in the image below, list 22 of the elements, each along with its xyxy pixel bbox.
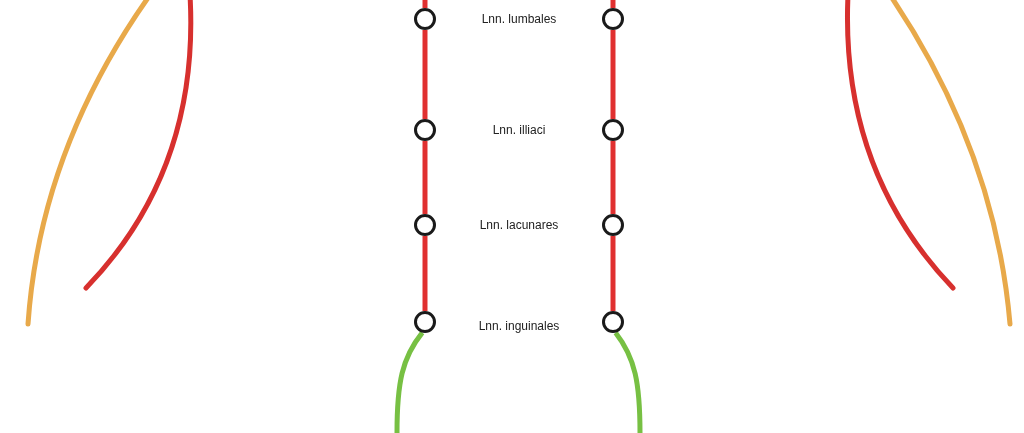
node-label: Lnn. illiaci <box>492 123 546 137</box>
node-circle <box>602 311 624 333</box>
node-circle <box>602 119 624 141</box>
node-label: Lnn. lumbales <box>481 12 557 26</box>
line <box>610 236 616 311</box>
line <box>610 141 616 214</box>
line <box>613 331 643 433</box>
node-label: Lnn. lacunares <box>479 218 559 232</box>
line <box>422 236 428 311</box>
node-circle <box>414 311 436 333</box>
line <box>394 331 425 433</box>
line <box>422 141 428 214</box>
node-circle <box>602 8 624 30</box>
line <box>422 30 428 119</box>
node-circle <box>414 8 436 30</box>
line <box>422 0 428 8</box>
node-circle <box>414 119 436 141</box>
node-circle <box>602 214 624 236</box>
node-label: Lnn. inguinales <box>478 319 560 333</box>
line <box>610 30 616 119</box>
node-circle <box>414 214 436 236</box>
line <box>610 0 616 8</box>
